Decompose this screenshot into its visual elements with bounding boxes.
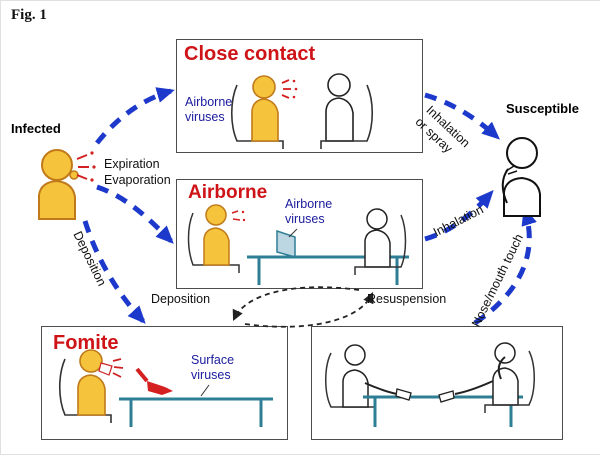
expiration-evaporation-label: Expiration Evaporation <box>104 157 171 187</box>
nose-mouth-touch-label: Nose/mouth touch <box>469 231 527 330</box>
fomite-title: Fomite <box>53 332 119 354</box>
deposition-resuspension-loop <box>232 286 374 328</box>
infected-label: Infected <box>11 121 61 136</box>
fomite-note: Surface viruses <box>191 353 235 382</box>
figure-label: Fig. 1 <box>11 7 47 23</box>
sneeze-droplets-icon <box>76 151 96 182</box>
fomite-box <box>41 326 288 440</box>
close-contact-note: Airborne viruses <box>185 95 233 124</box>
close-contact-box <box>176 39 423 153</box>
close-contact-title: Close contact <box>184 43 316 65</box>
susceptible-person-figure <box>501 137 541 217</box>
inhalation-label: Inhalation <box>431 202 486 240</box>
susceptible-label: Susceptible <box>506 101 579 116</box>
face-touch-arm <box>501 168 509 204</box>
arrow-resuspension-up <box>244 291 374 328</box>
touch-box <box>311 326 563 440</box>
airborne-title: Airborne <box>188 182 268 203</box>
infected-person-figure <box>38 149 96 220</box>
arrow-deposition-down <box>232 286 360 321</box>
hand-at-mouth <box>69 170 79 180</box>
fingers <box>505 165 518 175</box>
arrow-infected-to-airborne <box>96 184 174 244</box>
deposition-mid-label: Deposition <box>151 292 211 306</box>
deposition-left-label: Deposition <box>70 229 109 289</box>
arrow-infected-to-close-contact <box>95 87 175 145</box>
airborne-note: Airborne viruses <box>285 197 333 226</box>
resuspension-label: Resuspension <box>367 292 447 306</box>
